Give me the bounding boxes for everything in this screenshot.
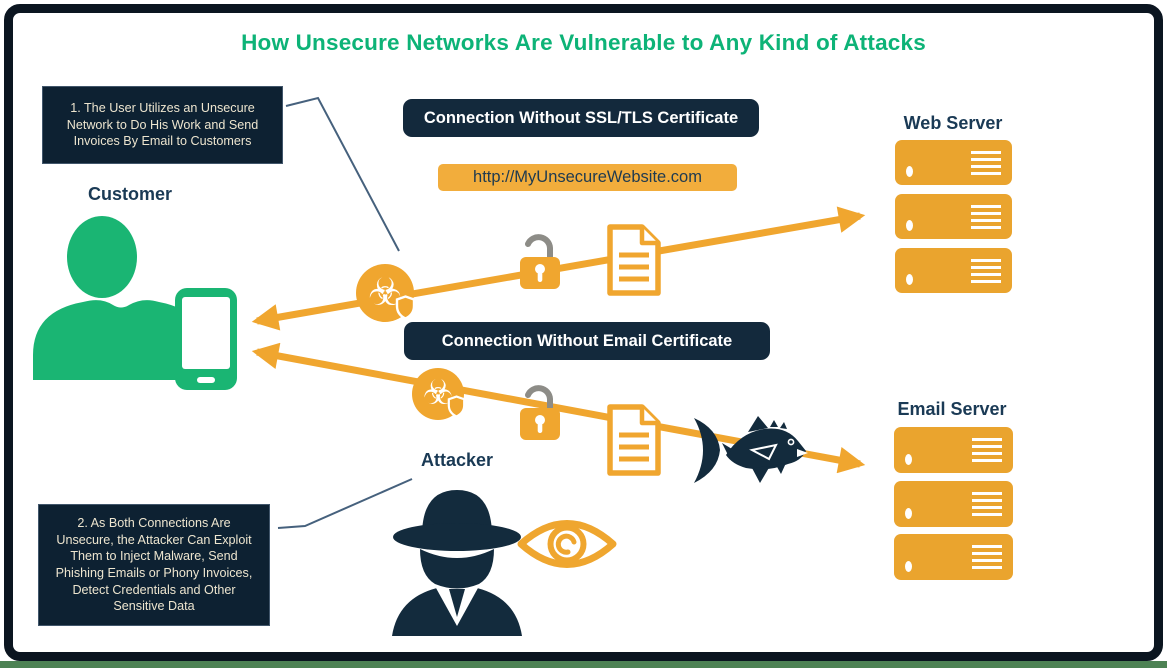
open-padlock-icon bbox=[520, 234, 560, 289]
server-led bbox=[906, 220, 913, 231]
web-server-icon bbox=[895, 194, 1012, 239]
phishing-fish-icon bbox=[694, 416, 808, 483]
server-vents bbox=[971, 151, 1001, 175]
note-2: 2. As Both Connections Are Unsecure, the… bbox=[38, 504, 270, 626]
server-vents bbox=[972, 492, 1002, 516]
invoice-document-icon bbox=[607, 404, 661, 476]
open-padlock-icon bbox=[520, 385, 560, 440]
server-led bbox=[905, 561, 912, 572]
server-led bbox=[905, 454, 912, 465]
url-bar: http://MyUnsecureWebsite.com bbox=[438, 164, 737, 191]
customer-person-icon bbox=[33, 216, 207, 380]
biohazard-icon: ☣ bbox=[412, 368, 466, 420]
web-server-label: Web Server bbox=[903, 113, 1003, 133]
note1-connector bbox=[285, 96, 400, 252]
shield-icon bbox=[395, 295, 416, 320]
server-led bbox=[906, 166, 913, 177]
phone-screen bbox=[182, 297, 230, 369]
server-vents bbox=[971, 205, 1001, 229]
biohazard-icon: ☣ bbox=[356, 264, 416, 322]
server-vents bbox=[971, 259, 1001, 283]
customer-label: Customer bbox=[87, 184, 172, 204]
phone-home-button bbox=[197, 377, 215, 383]
invoice-document-icon bbox=[607, 224, 661, 296]
note-1: 1. The User Utilizes an Unsecure Network… bbox=[42, 86, 283, 164]
server-vents bbox=[972, 545, 1002, 569]
server-vents bbox=[972, 438, 1002, 462]
server-led bbox=[906, 274, 913, 285]
bottom-accent-bar bbox=[0, 661, 1167, 668]
server-led bbox=[905, 508, 912, 519]
web-server-icon bbox=[895, 140, 1012, 185]
email-server-icon bbox=[894, 481, 1013, 527]
email-server-icon bbox=[894, 427, 1013, 473]
page-title: How Unsecure Networks Are Vulnerable to … bbox=[241, 30, 926, 55]
web-server-icon bbox=[895, 248, 1012, 293]
smartphone-icon bbox=[175, 288, 237, 390]
email-server-label: Email Server bbox=[897, 399, 1007, 419]
note2-connector bbox=[277, 478, 413, 529]
surveillance-eye-icon bbox=[517, 520, 617, 568]
ssl-banner: Connection Without SSL/TLS Certificate bbox=[403, 99, 759, 137]
email-server-icon bbox=[894, 534, 1013, 580]
attacker-spy-icon bbox=[392, 490, 522, 636]
shield-icon bbox=[447, 395, 466, 418]
